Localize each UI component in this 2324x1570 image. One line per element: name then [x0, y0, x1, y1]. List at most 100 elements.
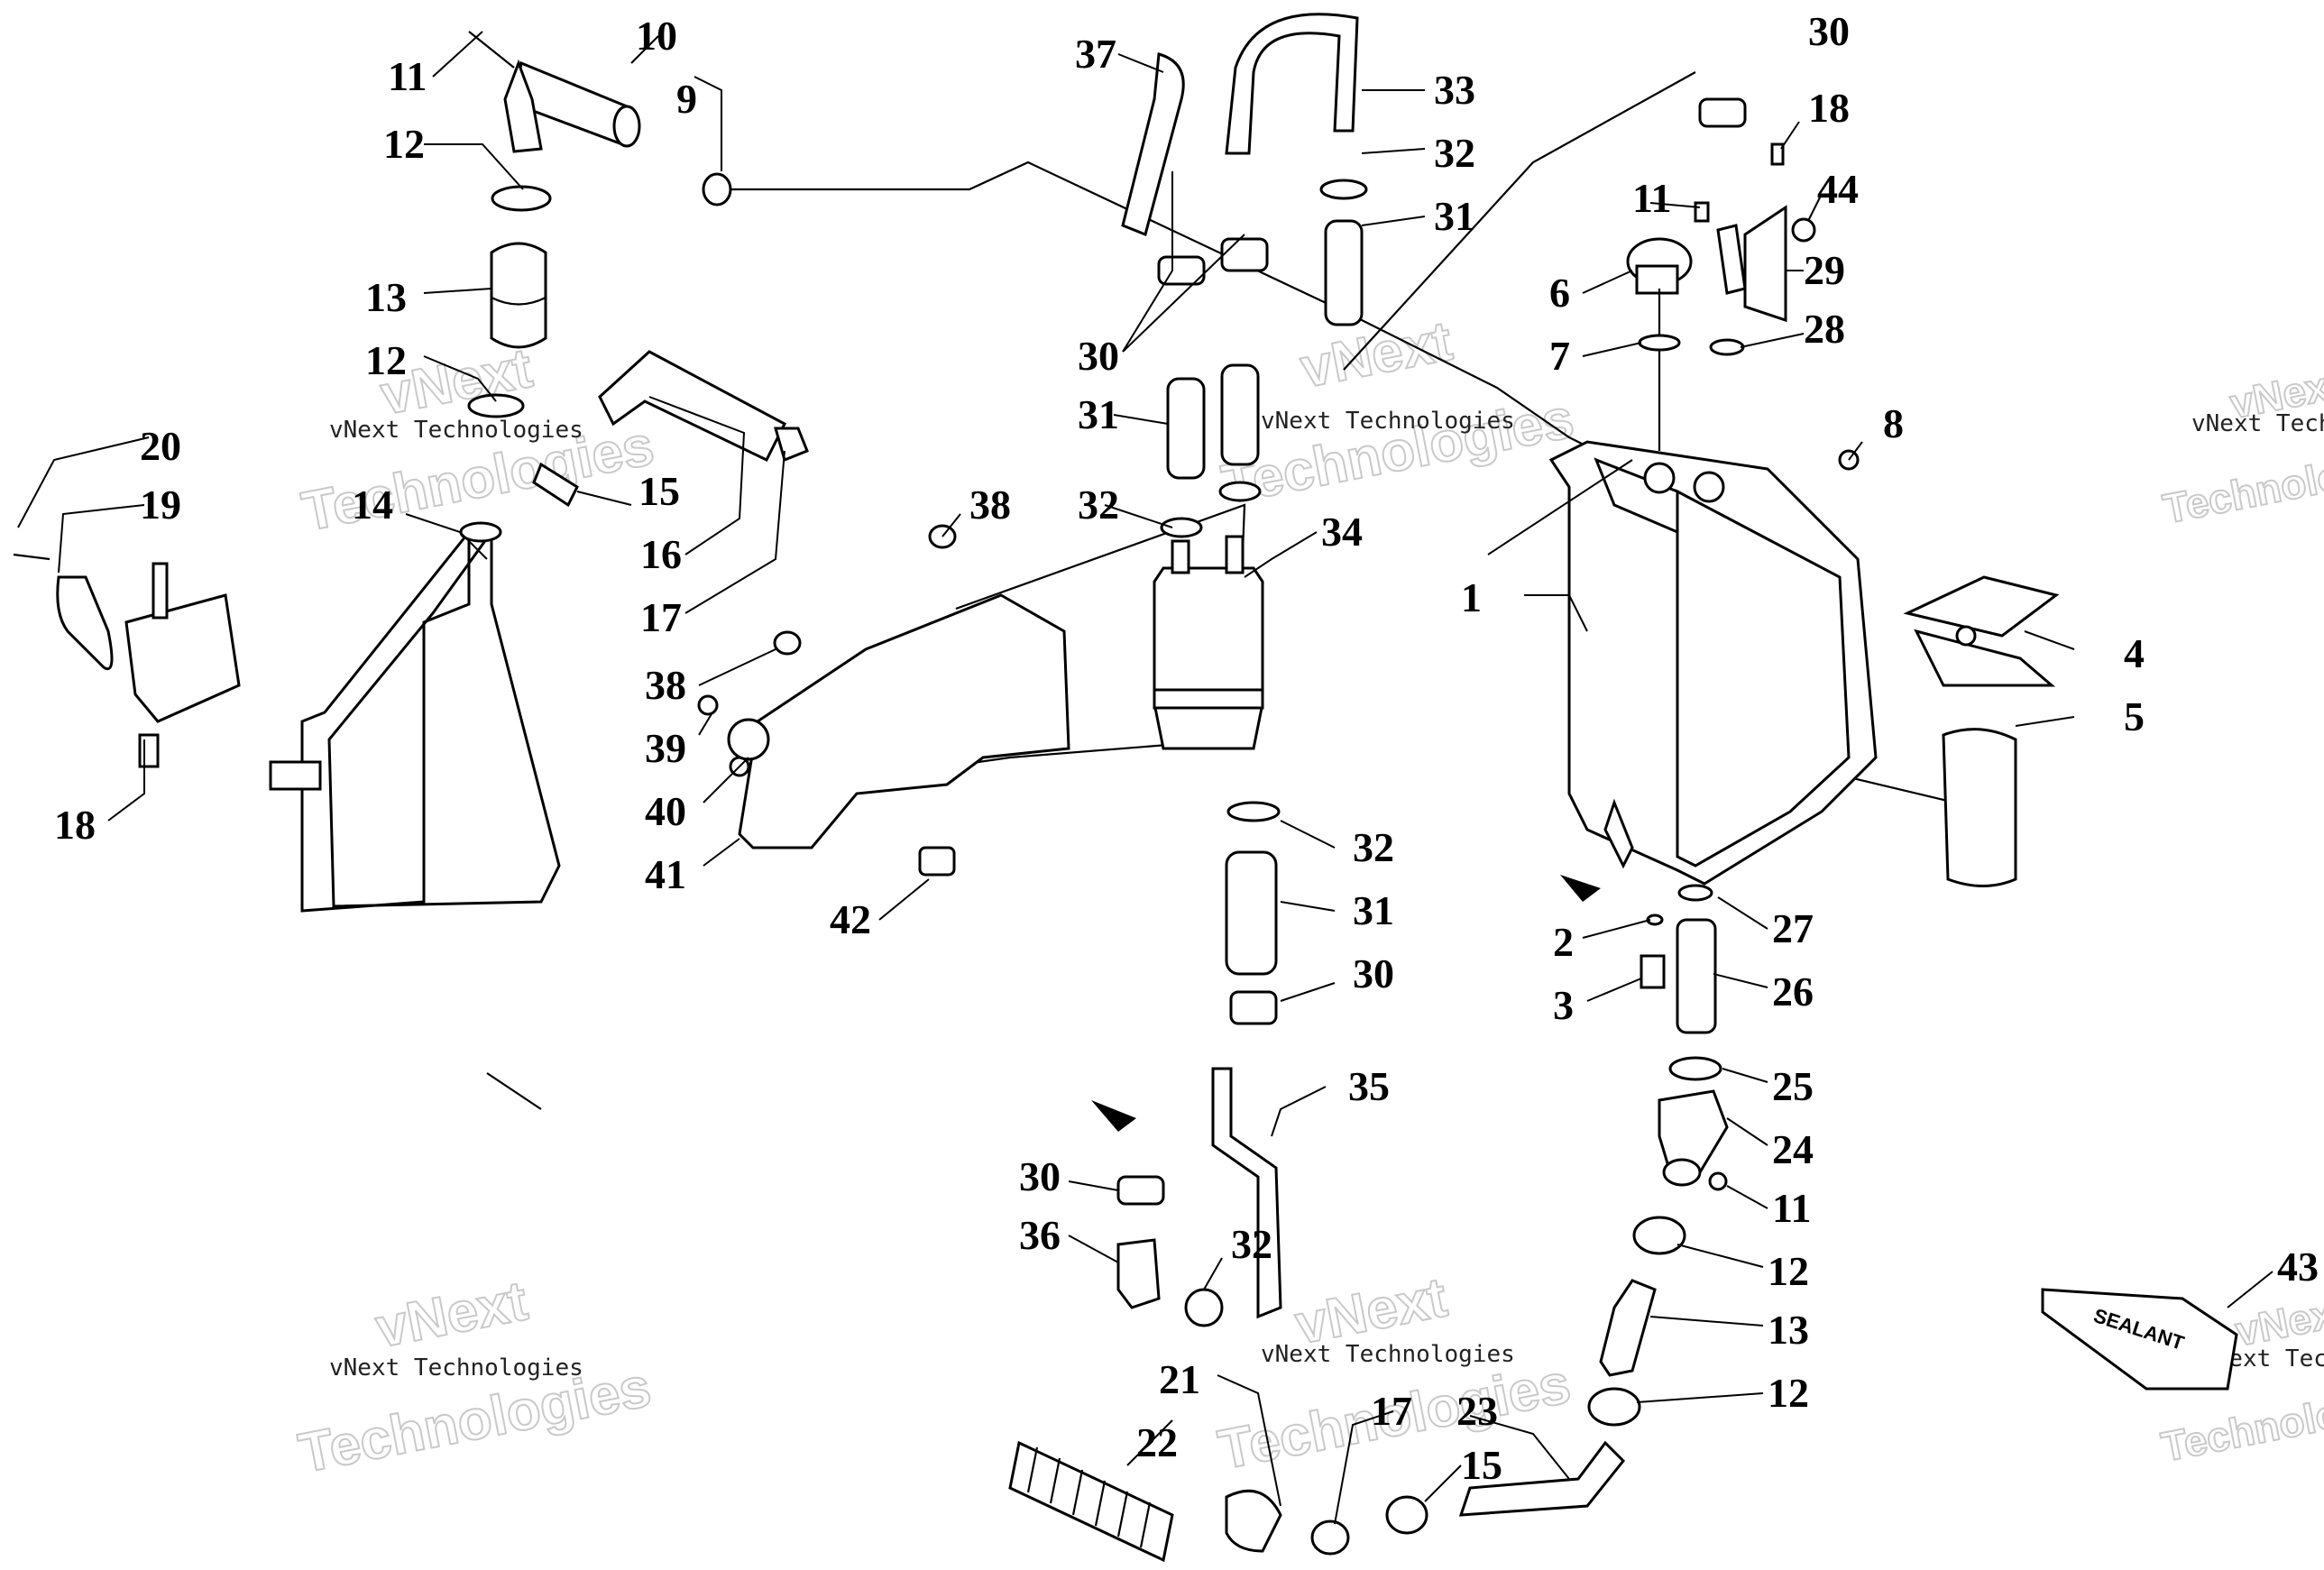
part-clamp-30-right	[1220, 237, 1269, 272]
part-oring-25	[1668, 1056, 1722, 1081]
assembly-line-tank-outlet	[1343, 71, 1696, 371]
watermark-company: vNext Technologies	[2191, 410, 2324, 437]
part-fitting-29	[1716, 205, 1787, 323]
callout-12-lower-2: 12	[1768, 1370, 1809, 1416]
callout-12-upper: 12	[383, 121, 425, 167]
part-clip-18-upper	[1770, 142, 1785, 166]
callout-24: 24	[1772, 1126, 1814, 1172]
part-dipstick-cap-6	[1626, 237, 1693, 451]
part-oring-9	[702, 172, 732, 207]
callout-11-upper-right: 11	[1632, 175, 1671, 221]
callout-37: 37	[1075, 31, 1116, 77]
callout-28: 28	[1804, 306, 1845, 352]
part-oil-tank-1	[1548, 440, 1878, 886]
part-elbow-tube-10	[468, 31, 641, 153]
callout-13-lower: 13	[1768, 1307, 1809, 1353]
callout-12-middle: 12	[365, 337, 407, 383]
callout-2: 2	[1553, 919, 1574, 965]
watermark-brand-top: vNext	[371, 1270, 532, 1360]
callout-34: 34	[1321, 509, 1363, 555]
callout-40: 40	[645, 788, 686, 834]
watermark-company: vNext Technologies	[329, 1354, 583, 1382]
part-screw-20	[13, 553, 51, 561]
callout-41: 41	[645, 851, 686, 897]
watermark-brand-bottom: Technologies	[2159, 436, 2324, 532]
callout-30-lower: 30	[1019, 1153, 1061, 1199]
callout-10: 10	[636, 13, 677, 59]
pointer-arrow-right	[1560, 875, 1601, 902]
part-nut-38-lower	[773, 630, 802, 656]
part-hose-31-pair	[1166, 363, 1260, 480]
callout-43: 43	[2277, 1244, 2319, 1290]
part-clamp-30-left	[1157, 255, 1206, 286]
callout-42: 42	[830, 896, 871, 942]
part-clamp-32-lower	[1184, 1288, 1224, 1327]
part-canister-34	[1153, 535, 1264, 750]
callout-11-lower: 11	[1772, 1185, 1811, 1231]
part-oring-28	[1709, 338, 1745, 356]
callout-35: 35	[1348, 1063, 1390, 1109]
part-clamp-30-lower	[1116, 1175, 1165, 1206]
part-clamp-17-lower	[1310, 1520, 1350, 1556]
callout-8: 8	[1883, 400, 1904, 446]
part-clamp-17-upper	[774, 427, 809, 463]
part-clamp-32-mid	[1226, 801, 1281, 822]
part-hose-13-upper	[490, 242, 547, 349]
callout-38-upper: 38	[969, 482, 1011, 528]
callout-9: 9	[676, 76, 697, 122]
part-sealant-tube-43: SEALANT	[2041, 1288, 2238, 1391]
callout-31-top: 31	[1434, 193, 1475, 239]
part-clamp-15-lower	[1385, 1495, 1428, 1535]
part-hose-33	[1225, 13, 1359, 155]
part-clamp-32-pair	[1160, 481, 1262, 538]
part-screw-11-upper-right	[1694, 201, 1710, 223]
part-hose-23	[1458, 1440, 1626, 1517]
part-screw-44	[1791, 217, 1816, 243]
callout-21: 21	[1159, 1356, 1200, 1402]
callout-30-top: 30	[1808, 8, 1850, 54]
part-hose-22	[1008, 1440, 1174, 1563]
callout-15-lower: 15	[1461, 1442, 1502, 1488]
callout-16: 16	[640, 531, 682, 577]
part-hose-14	[269, 521, 561, 913]
callout-32-lower: 32	[1231, 1221, 1272, 1267]
callout-17-lower: 17	[1371, 1388, 1412, 1434]
part-clamp-30-mid	[1229, 990, 1278, 1025]
callout-31-left: 31	[1078, 391, 1119, 437]
callout-36: 36	[1019, 1212, 1061, 1258]
part-bracket-assembly	[124, 562, 241, 768]
callout-20: 20	[140, 423, 181, 469]
part-clamp-30-top	[1698, 97, 1747, 128]
part-boot-21	[1225, 1489, 1282, 1553]
part-screw-11-lower	[1708, 1171, 1728, 1191]
callout-1: 1	[1461, 574, 1482, 620]
part-elbow-36	[1116, 1238, 1161, 1309]
part-plug-40	[727, 718, 770, 761]
part-clamp-12-upper	[491, 185, 552, 212]
callout-15-upper: 15	[638, 468, 680, 514]
part-filter-5	[1942, 728, 2017, 887]
callout-31-mid: 31	[1353, 887, 1394, 933]
callout-32-top: 32	[1434, 130, 1475, 176]
part-grommet-42	[918, 846, 956, 877]
callout-30-left: 30	[1078, 333, 1119, 379]
callout-29: 29	[1804, 247, 1845, 293]
callout-25: 25	[1772, 1063, 1814, 1109]
part-clamp-12-lower	[467, 393, 525, 418]
callout-6: 6	[1549, 270, 1570, 316]
callout-27: 27	[1772, 905, 1814, 951]
part-shield-4	[1903, 575, 2060, 687]
part-clamp-12-lower-right	[1632, 1216, 1686, 1255]
callout-32-left: 32	[1078, 482, 1119, 528]
callout-23: 23	[1456, 1388, 1498, 1434]
part-hose-37	[1121, 52, 1185, 237]
callout-5: 5	[2124, 693, 2145, 739]
callout-18-right: 18	[1808, 85, 1850, 131]
part-elbow-24	[1658, 1089, 1729, 1187]
callout-19: 19	[140, 482, 181, 528]
watermark-group-upper-right: vNext Technologies	[2158, 359, 2324, 533]
watermark-company: vNext Technologies	[1261, 408, 1515, 435]
part-strainer-26	[1676, 918, 1717, 1034]
callout-12-lower-1: 12	[1768, 1248, 1809, 1294]
callout-numbers: 1 2 3 4 5 6 7 8 9 10 11 11 11 12 12 12 1…	[54, 8, 2319, 1488]
